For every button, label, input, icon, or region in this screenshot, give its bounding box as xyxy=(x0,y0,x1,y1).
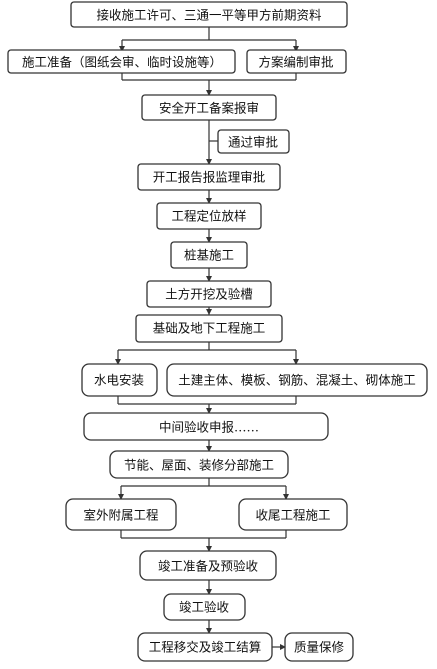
node-receive-docs: 接收施工许可、三通一平等甲方前期资料 xyxy=(70,1,348,28)
node-foundation-underground: 基础及地下工程施工 xyxy=(135,314,283,343)
node-completion-acceptance: 竣工验收 xyxy=(163,593,246,621)
node-pile-foundation: 桩基施工 xyxy=(170,241,248,269)
node-handover-settlement: 工程移交及竣工结算 xyxy=(137,632,273,662)
node-pre-acceptance-label: 竣工准备及预验收 xyxy=(158,559,259,574)
arrow-to-plan-approval xyxy=(293,46,299,52)
node-foundation-underground-label: 基础及地下工程施工 xyxy=(153,321,266,336)
arrow-to-construction-prep xyxy=(119,46,125,52)
node-finishing-works: 节能、屋面、装修分部施工 xyxy=(109,450,289,479)
node-plan-approval: 方案编制审批 xyxy=(246,49,347,74)
arrow-to-exterior-works xyxy=(118,494,124,500)
arrow-to-warranty xyxy=(280,644,286,650)
node-approved-label: 通过审批 xyxy=(228,135,278,150)
node-excavation: 土方开挖及验槽 xyxy=(146,280,272,308)
node-excavation-label: 土方开挖及验槽 xyxy=(165,287,253,302)
arrow-to-start-report xyxy=(206,159,212,165)
arrow-to-completion-acceptance xyxy=(206,589,212,595)
node-approved: 通过审批 xyxy=(217,129,290,154)
arrow-to-closing-works xyxy=(283,494,289,500)
node-finishing-works-label: 节能、屋面、装修分部施工 xyxy=(124,458,274,473)
arrow-to-excavation xyxy=(206,276,212,282)
node-survey-layout-label: 工程定位放样 xyxy=(171,209,246,224)
arrow-to-interim-acceptance xyxy=(206,408,212,414)
node-exterior-works: 室外附属工程 xyxy=(65,498,177,531)
node-start-report: 开工报告报监理审批 xyxy=(137,163,281,191)
node-handover-settlement-label: 工程移交及竣工结算 xyxy=(149,640,262,655)
node-exterior-works-label: 室外附属工程 xyxy=(83,508,159,523)
arrowheads xyxy=(115,46,299,650)
node-mep-installation-label: 水电安装 xyxy=(94,373,144,388)
arrow-to-foundation-underground xyxy=(206,309,212,315)
arrow-to-finishing-works xyxy=(206,446,212,452)
node-closing-works-label: 收尾工程施工 xyxy=(255,508,330,523)
node-completion-acceptance-label: 竣工验收 xyxy=(179,600,230,615)
node-survey-layout: 工程定位放样 xyxy=(156,202,262,230)
arrow-to-pre-acceptance xyxy=(206,546,212,552)
node-warranty-label: 质量保修 xyxy=(294,640,345,655)
node-warranty: 质量保修 xyxy=(284,632,354,662)
node-construction-prep: 施工准备（图纸会审、临时设施等） xyxy=(7,49,236,74)
arrow-to-pile-foundation xyxy=(206,237,212,243)
arrow-to-handover-settlement xyxy=(206,628,212,634)
node-construction-prep-label: 施工准备（图纸会审、临时设施等） xyxy=(22,55,222,70)
arrow-to-mep-installation xyxy=(115,359,121,365)
node-safety-filing-label: 安全开工备案报审 xyxy=(159,101,259,116)
node-mep-installation: 水电安装 xyxy=(81,363,158,397)
node-start-report-label: 开工报告报监理审批 xyxy=(153,170,266,185)
node-interim-acceptance-label: 中间验收申报…… xyxy=(159,420,259,435)
node-safety-filing: 安全开工备案报审 xyxy=(141,94,277,121)
arrow-to-survey-layout xyxy=(206,198,212,204)
connectors xyxy=(117,27,297,648)
node-receive-docs-label: 接收施工许可、三通一平等甲方前期资料 xyxy=(96,8,322,23)
node-closing-works: 收尾工程施工 xyxy=(238,498,348,531)
node-interim-acceptance: 中间验收申报…… xyxy=(83,412,329,441)
arrow-to-safety-filing xyxy=(206,90,212,96)
node-main-structure: 土建主体、模板、钢筋、混凝土、砌体施工 xyxy=(166,363,428,397)
node-pile-foundation-label: 桩基施工 xyxy=(184,248,234,263)
node-main-structure-label: 土建主体、模板、钢筋、混凝土、砌体施工 xyxy=(178,373,416,388)
node-pre-acceptance: 竣工准备及预验收 xyxy=(139,550,277,581)
arrow-to-main-structure xyxy=(293,359,299,365)
node-plan-approval-label: 方案编制审批 xyxy=(258,55,333,70)
